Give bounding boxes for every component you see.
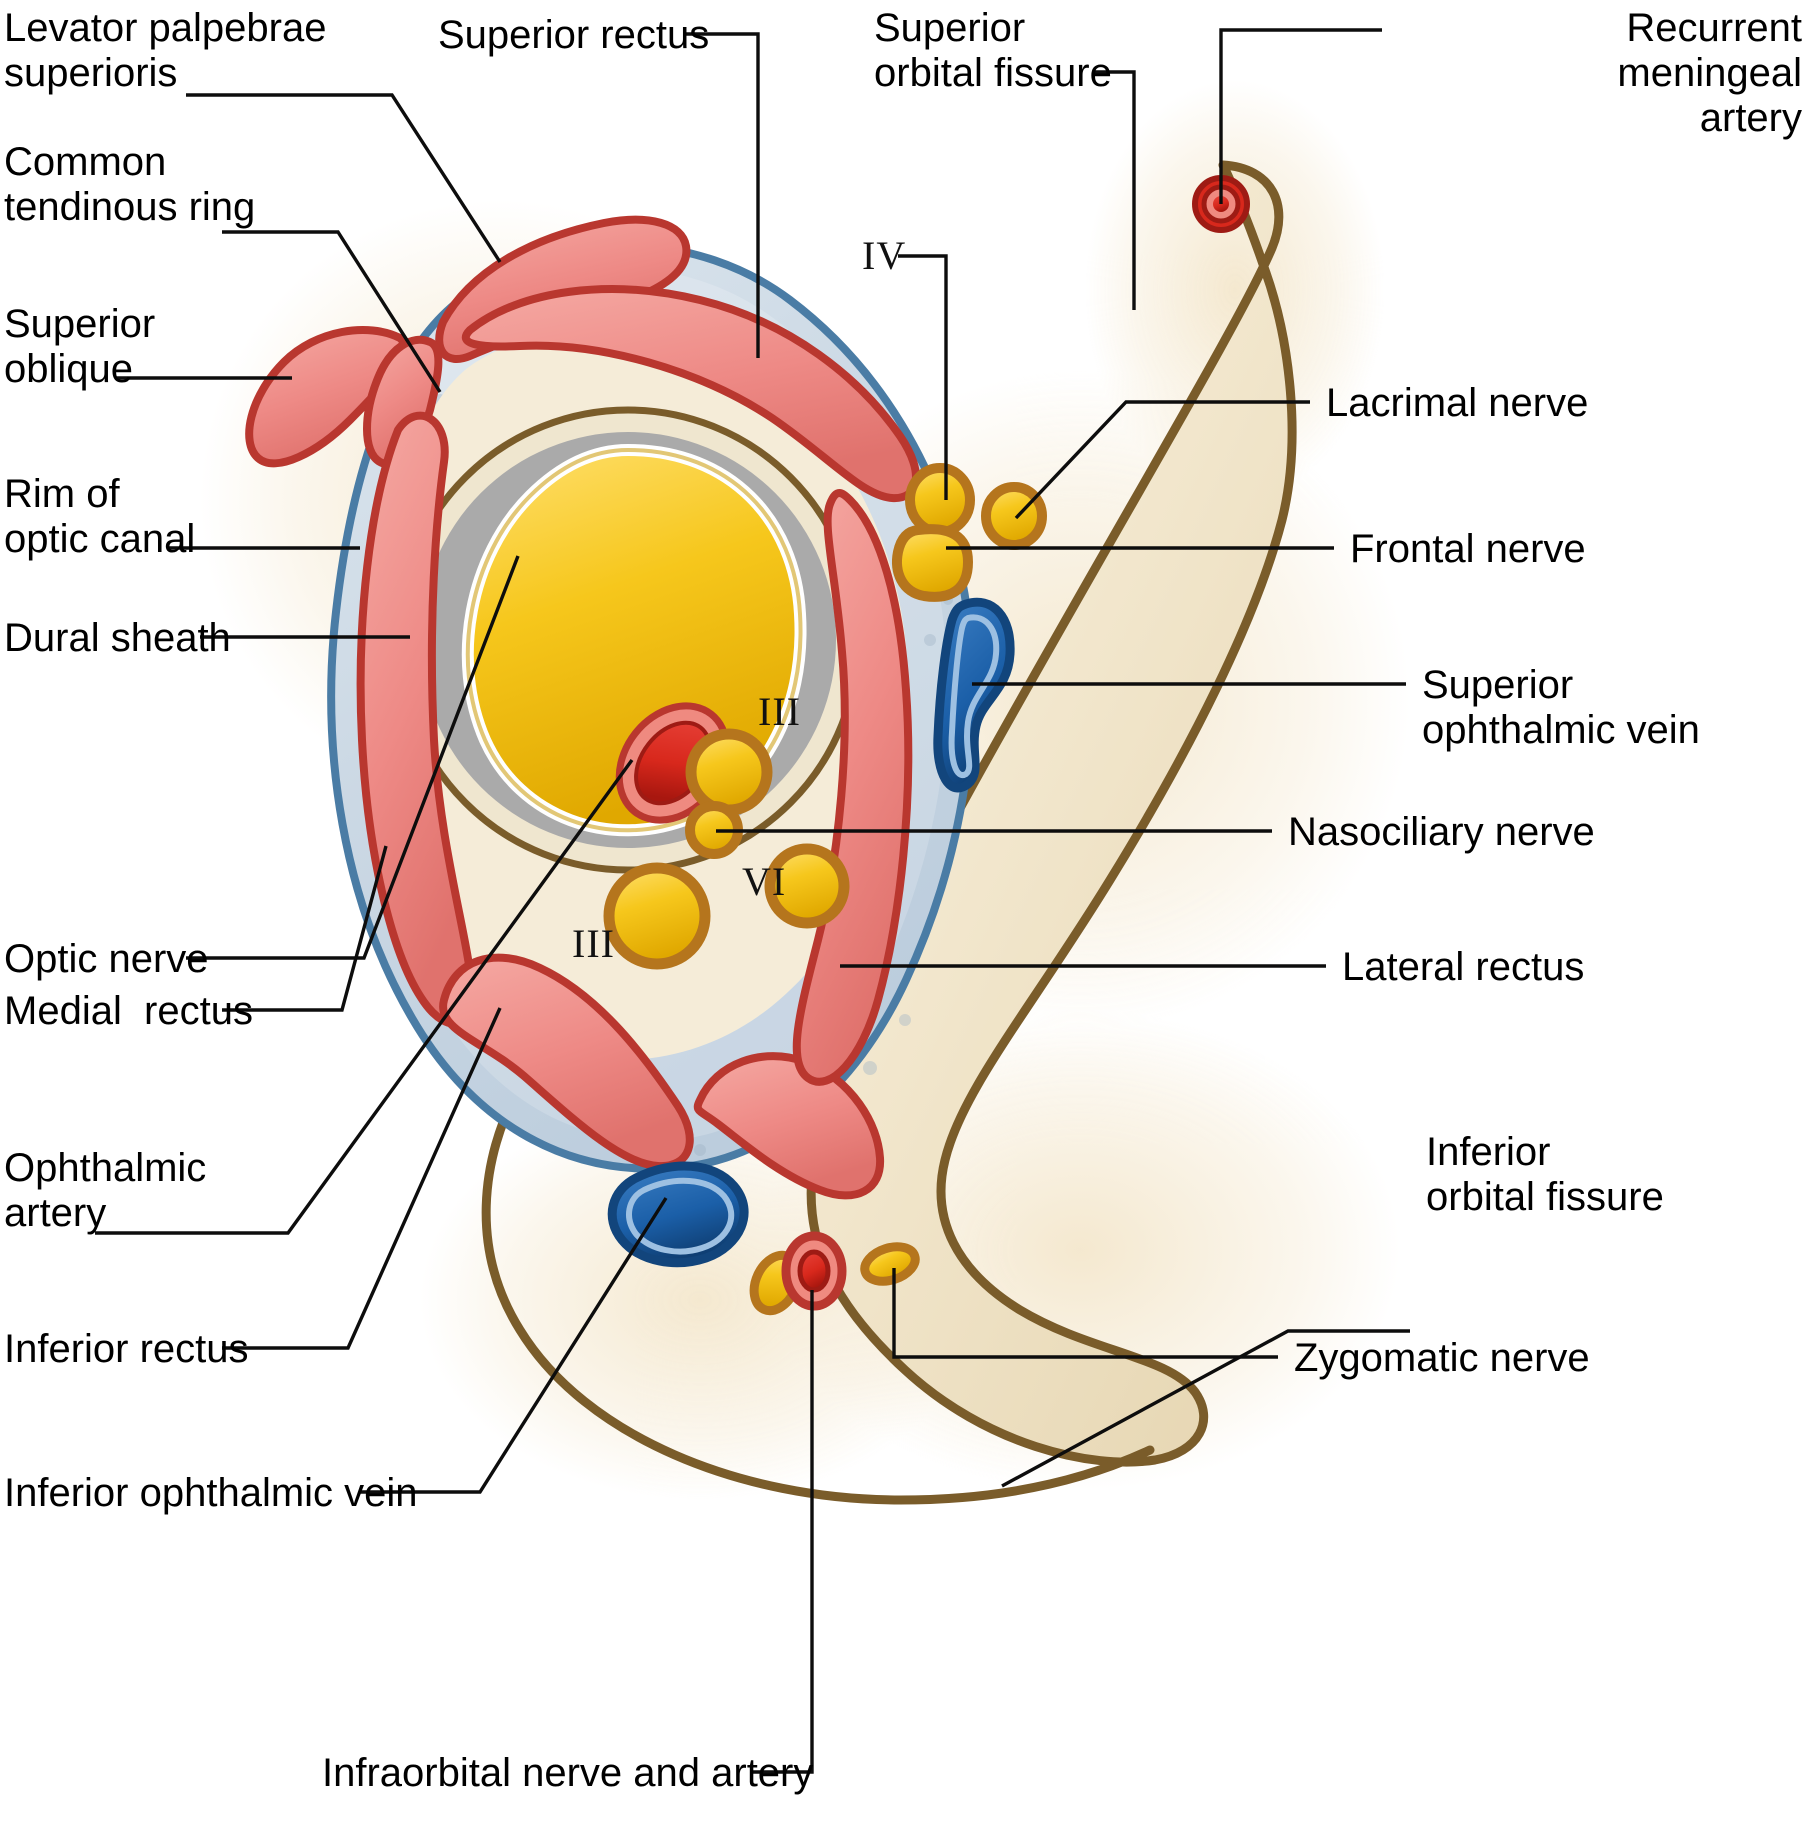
inferior-rectus-lateral-lobe — [693, 1052, 885, 1200]
leader-inferior-orbital-fissure — [1001, 1329, 1410, 1488]
leader-cn-iv — [898, 254, 948, 500]
leader-inferior-ophthalmic-vein — [360, 1197, 668, 1494]
label-dural-sheath: Dural sheath — [4, 616, 231, 660]
label-common-tendinous-ring: Common tendinous ring — [4, 140, 256, 230]
leader-lacrimal-nerve — [1014, 400, 1310, 520]
intraconal-nerves — [603, 728, 850, 970]
frontal-nerve-shape — [892, 524, 974, 602]
annotation-cn-vi: VI — [742, 859, 787, 904]
infraorbital-neurovascular-bundle — [749, 1231, 920, 1316]
label-medial-rectus: Medial rectus — [4, 989, 253, 1033]
leader-superior-orbital-fissure — [1094, 70, 1136, 310]
leader-recurrent-meningeal-artery — [1219, 28, 1382, 204]
label-levator-palpebrae-superioris: Levator palpebrae superioris — [4, 6, 327, 96]
label-rim-of-optic-canal: Rim of optic canal — [4, 472, 196, 562]
label-superior-oblique: Superior oblique — [4, 302, 156, 392]
inferior-ophthalmic-vein-shape — [607, 1161, 749, 1268]
superior-rectus-muscle — [461, 285, 920, 503]
superior-orbital-fissure-contents — [892, 463, 1047, 793]
leader-ophthalmic-artery — [95, 759, 634, 1235]
inferior-rectus-muscle — [439, 953, 694, 1171]
label-superior-ophthalmic-vein: Superior ophthalmic vein — [1422, 663, 1700, 753]
abducens-nerve-vi — [764, 843, 850, 929]
label-inferior-ophthalmic-vein: Inferior ophthalmic vein — [4, 1471, 418, 1515]
leader-zygomatic-nerve — [892, 1268, 1278, 1359]
orbital-bone-outline — [806, 160, 1297, 1467]
label-superior-orbital-fissure: Superior orbital fissure — [874, 6, 1112, 96]
leader-superior-rectus — [686, 32, 760, 358]
oculomotor-inferior-division-iii — [603, 862, 711, 970]
label-recurrent-meningeal-artery: Recurrent meningeal artery — [1617, 6, 1802, 141]
label-optic-nerve: Optic nerve — [4, 937, 209, 981]
label-infraorbital-nerve-and-artery: Infraorbital nerve and artery — [322, 1751, 814, 1795]
leader-infraorbital-nerve-and-artery — [752, 1290, 814, 1774]
leader-common-tendinous-ring — [222, 230, 442, 393]
leader-levator-palpebrae-superioris — [186, 93, 502, 263]
leader-medial-rectus — [222, 845, 388, 1012]
annotation-cn-iv: IV — [862, 233, 907, 278]
annotation-cn-iii-superior: III — [758, 689, 801, 734]
annotation-cn-iii-inferior: III — [572, 921, 615, 966]
label-zygomatic-nerve: Zygomatic nerve — [1294, 1336, 1590, 1380]
lacrimal-nerve-shape — [981, 482, 1047, 550]
label-ophthalmic-artery: Ophthalmic artery — [4, 1146, 207, 1236]
leader-inferior-rectus — [222, 1007, 502, 1350]
infraorbital-artery-lumen — [797, 1249, 831, 1293]
label-inferior-orbital-fissure: Inferior orbital fissure — [1426, 1130, 1664, 1220]
orbital-floor-bone — [481, 1080, 1155, 1505]
leader-optic-nerve — [186, 555, 520, 960]
label-frontal-nerve: Frontal nerve — [1350, 527, 1586, 571]
label-lacrimal-nerve: Lacrimal nerve — [1326, 381, 1589, 425]
label-inferior-rectus: Inferior rectus — [4, 1327, 249, 1371]
lateral-rectus-muscle — [792, 489, 913, 1086]
extraocular-muscles — [245, 215, 920, 1200]
label-superior-rectus: Superior rectus — [438, 13, 710, 57]
label-lateral-rectus: Lateral rectus — [1342, 945, 1585, 989]
label-nasociliary-nerve: Nasociliary nerve — [1288, 810, 1595, 854]
